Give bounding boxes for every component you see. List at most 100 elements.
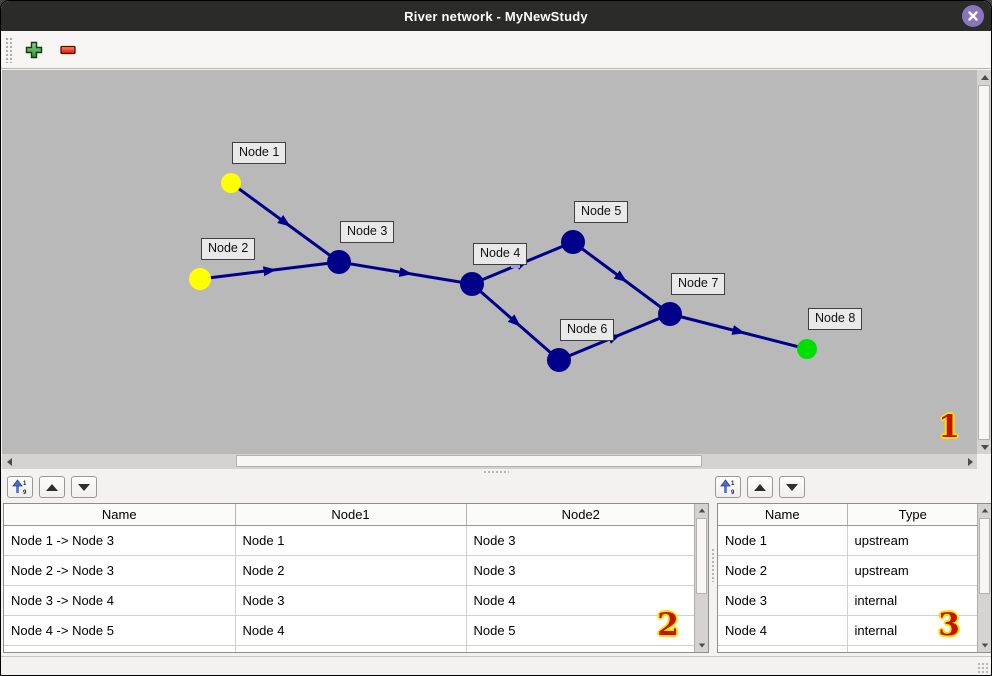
splitter-handle-icon (710, 548, 715, 582)
table-cell[interactable]: Node 5 (466, 615, 695, 646)
canvas-vertical-scrollbar[interactable] (977, 70, 991, 454)
scroll-up-button[interactable] (978, 504, 991, 517)
network-node[interactable] (189, 268, 211, 290)
table-cell[interactable]: internal (847, 585, 978, 616)
column-header[interactable]: Name (718, 504, 848, 526)
table-cell[interactable]: Node 2 (235, 555, 467, 586)
network-node[interactable] (797, 339, 817, 359)
sort-icon: 1 9 (12, 479, 27, 495)
scroll-right-button[interactable] (963, 454, 977, 469)
nodes-table-scrollbar[interactable] (977, 504, 991, 652)
nodes-move-up-button[interactable] (747, 476, 773, 498)
node-label: Node 4 (473, 243, 528, 265)
table-cell[interactable]: Node 2 (718, 555, 848, 586)
arrow-up-icon (980, 74, 989, 80)
node-label: Node 5 (574, 201, 629, 223)
scroll-down-button[interactable] (695, 639, 708, 652)
scroll-down-button[interactable] (977, 440, 991, 454)
close-button[interactable] (962, 5, 984, 27)
reach-edge[interactable] (230, 181, 340, 264)
table-cell[interactable]: Node 2 -> Node 3 (4, 555, 236, 586)
horizontal-splitter[interactable] (1, 469, 991, 474)
table-cell[interactable]: Node 3 -> Node 4 (4, 585, 236, 616)
network-node[interactable] (561, 230, 585, 254)
scroll-left-button[interactable] (2, 454, 16, 469)
sort-icon: 1 9 (720, 479, 735, 495)
network-node[interactable] (658, 302, 682, 326)
scroll-down-button[interactable] (978, 639, 991, 652)
titlebar[interactable]: River network - MyNewStudy (1, 1, 991, 31)
table-cell[interactable]: Node 3 (718, 585, 848, 616)
table-cell[interactable]: upstream (847, 555, 978, 586)
svg-text:9: 9 (731, 490, 735, 495)
scroll-up-button[interactable] (695, 504, 708, 517)
resize-grip[interactable] (977, 662, 988, 673)
reaches-move-down-button[interactable] (71, 476, 97, 498)
window-title: River network - MyNewStudy (404, 8, 588, 24)
node-label: Node 8 (808, 308, 863, 330)
svg-text:1: 1 (23, 481, 27, 487)
reaches-table-scrollbar[interactable] (694, 504, 708, 652)
horizontal-scroll-thumb[interactable] (236, 455, 702, 467)
vertical-scroll-thumb[interactable] (978, 85, 990, 440)
reaches-sort-button[interactable]: 1 9 (7, 476, 33, 498)
network-node[interactable] (460, 272, 484, 296)
nodes-move-down-button[interactable] (779, 476, 805, 498)
triangle-down-icon (786, 483, 798, 491)
table-cell[interactable]: Node 3 (235, 585, 467, 616)
column-header[interactable]: Name (4, 504, 236, 526)
table-cell[interactable]: internal (847, 615, 978, 646)
add-button[interactable] (21, 37, 47, 63)
vertical-splitter[interactable] (710, 474, 715, 656)
column-header[interactable]: Node2 (466, 504, 695, 526)
node-label: Node 6 (560, 319, 615, 341)
table-cell[interactable]: Node 1 (235, 525, 467, 556)
reaches-move-up-button[interactable] (39, 476, 65, 498)
table-cell[interactable]: Node 4 (718, 615, 848, 646)
node-label: Node 2 (201, 238, 256, 260)
column-header[interactable]: Node1 (235, 504, 467, 526)
reach-edge[interactable] (572, 240, 671, 316)
network-node[interactable] (547, 348, 571, 372)
arrow-down-icon (698, 643, 705, 648)
table-cell[interactable]: Node 4 -> Node 5 (4, 615, 236, 646)
reach-edge[interactable] (199, 260, 340, 281)
splitter-handle-icon (483, 469, 509, 474)
scroll-up-button[interactable] (977, 70, 991, 84)
minus-icon (60, 45, 76, 54)
toolbar-drag-handle[interactable] (5, 36, 13, 63)
node-label: Node 1 (232, 142, 287, 164)
reach-edge[interactable] (338, 260, 473, 286)
table-cell[interactable]: Node 4 (235, 615, 467, 646)
empty-row (718, 645, 978, 652)
table-cell[interactable]: upstream (847, 525, 978, 556)
network-node[interactable] (221, 173, 241, 193)
table-cell[interactable]: Node 1 (718, 525, 848, 556)
table-cell[interactable]: Node 1 -> Node 3 (4, 525, 236, 556)
scroll-thumb[interactable] (696, 518, 707, 594)
canvas-horizontal-scrollbar[interactable] (2, 454, 977, 469)
table-cell[interactable]: Node 3 (466, 555, 695, 586)
table-cell[interactable]: Node 3 (466, 525, 695, 556)
reach-edge[interactable] (471, 282, 560, 362)
table-cell[interactable]: Node 4 (466, 585, 695, 616)
scroll-thumb[interactable] (979, 518, 990, 594)
column-header[interactable]: Type (847, 504, 978, 526)
nodes-sort-button[interactable]: 1 9 (715, 476, 741, 498)
remove-button[interactable] (55, 37, 81, 63)
network-node[interactable] (327, 250, 351, 274)
reach-edge[interactable] (558, 312, 671, 362)
arrow-right-icon (967, 457, 973, 466)
reach-edge[interactable] (669, 312, 808, 351)
